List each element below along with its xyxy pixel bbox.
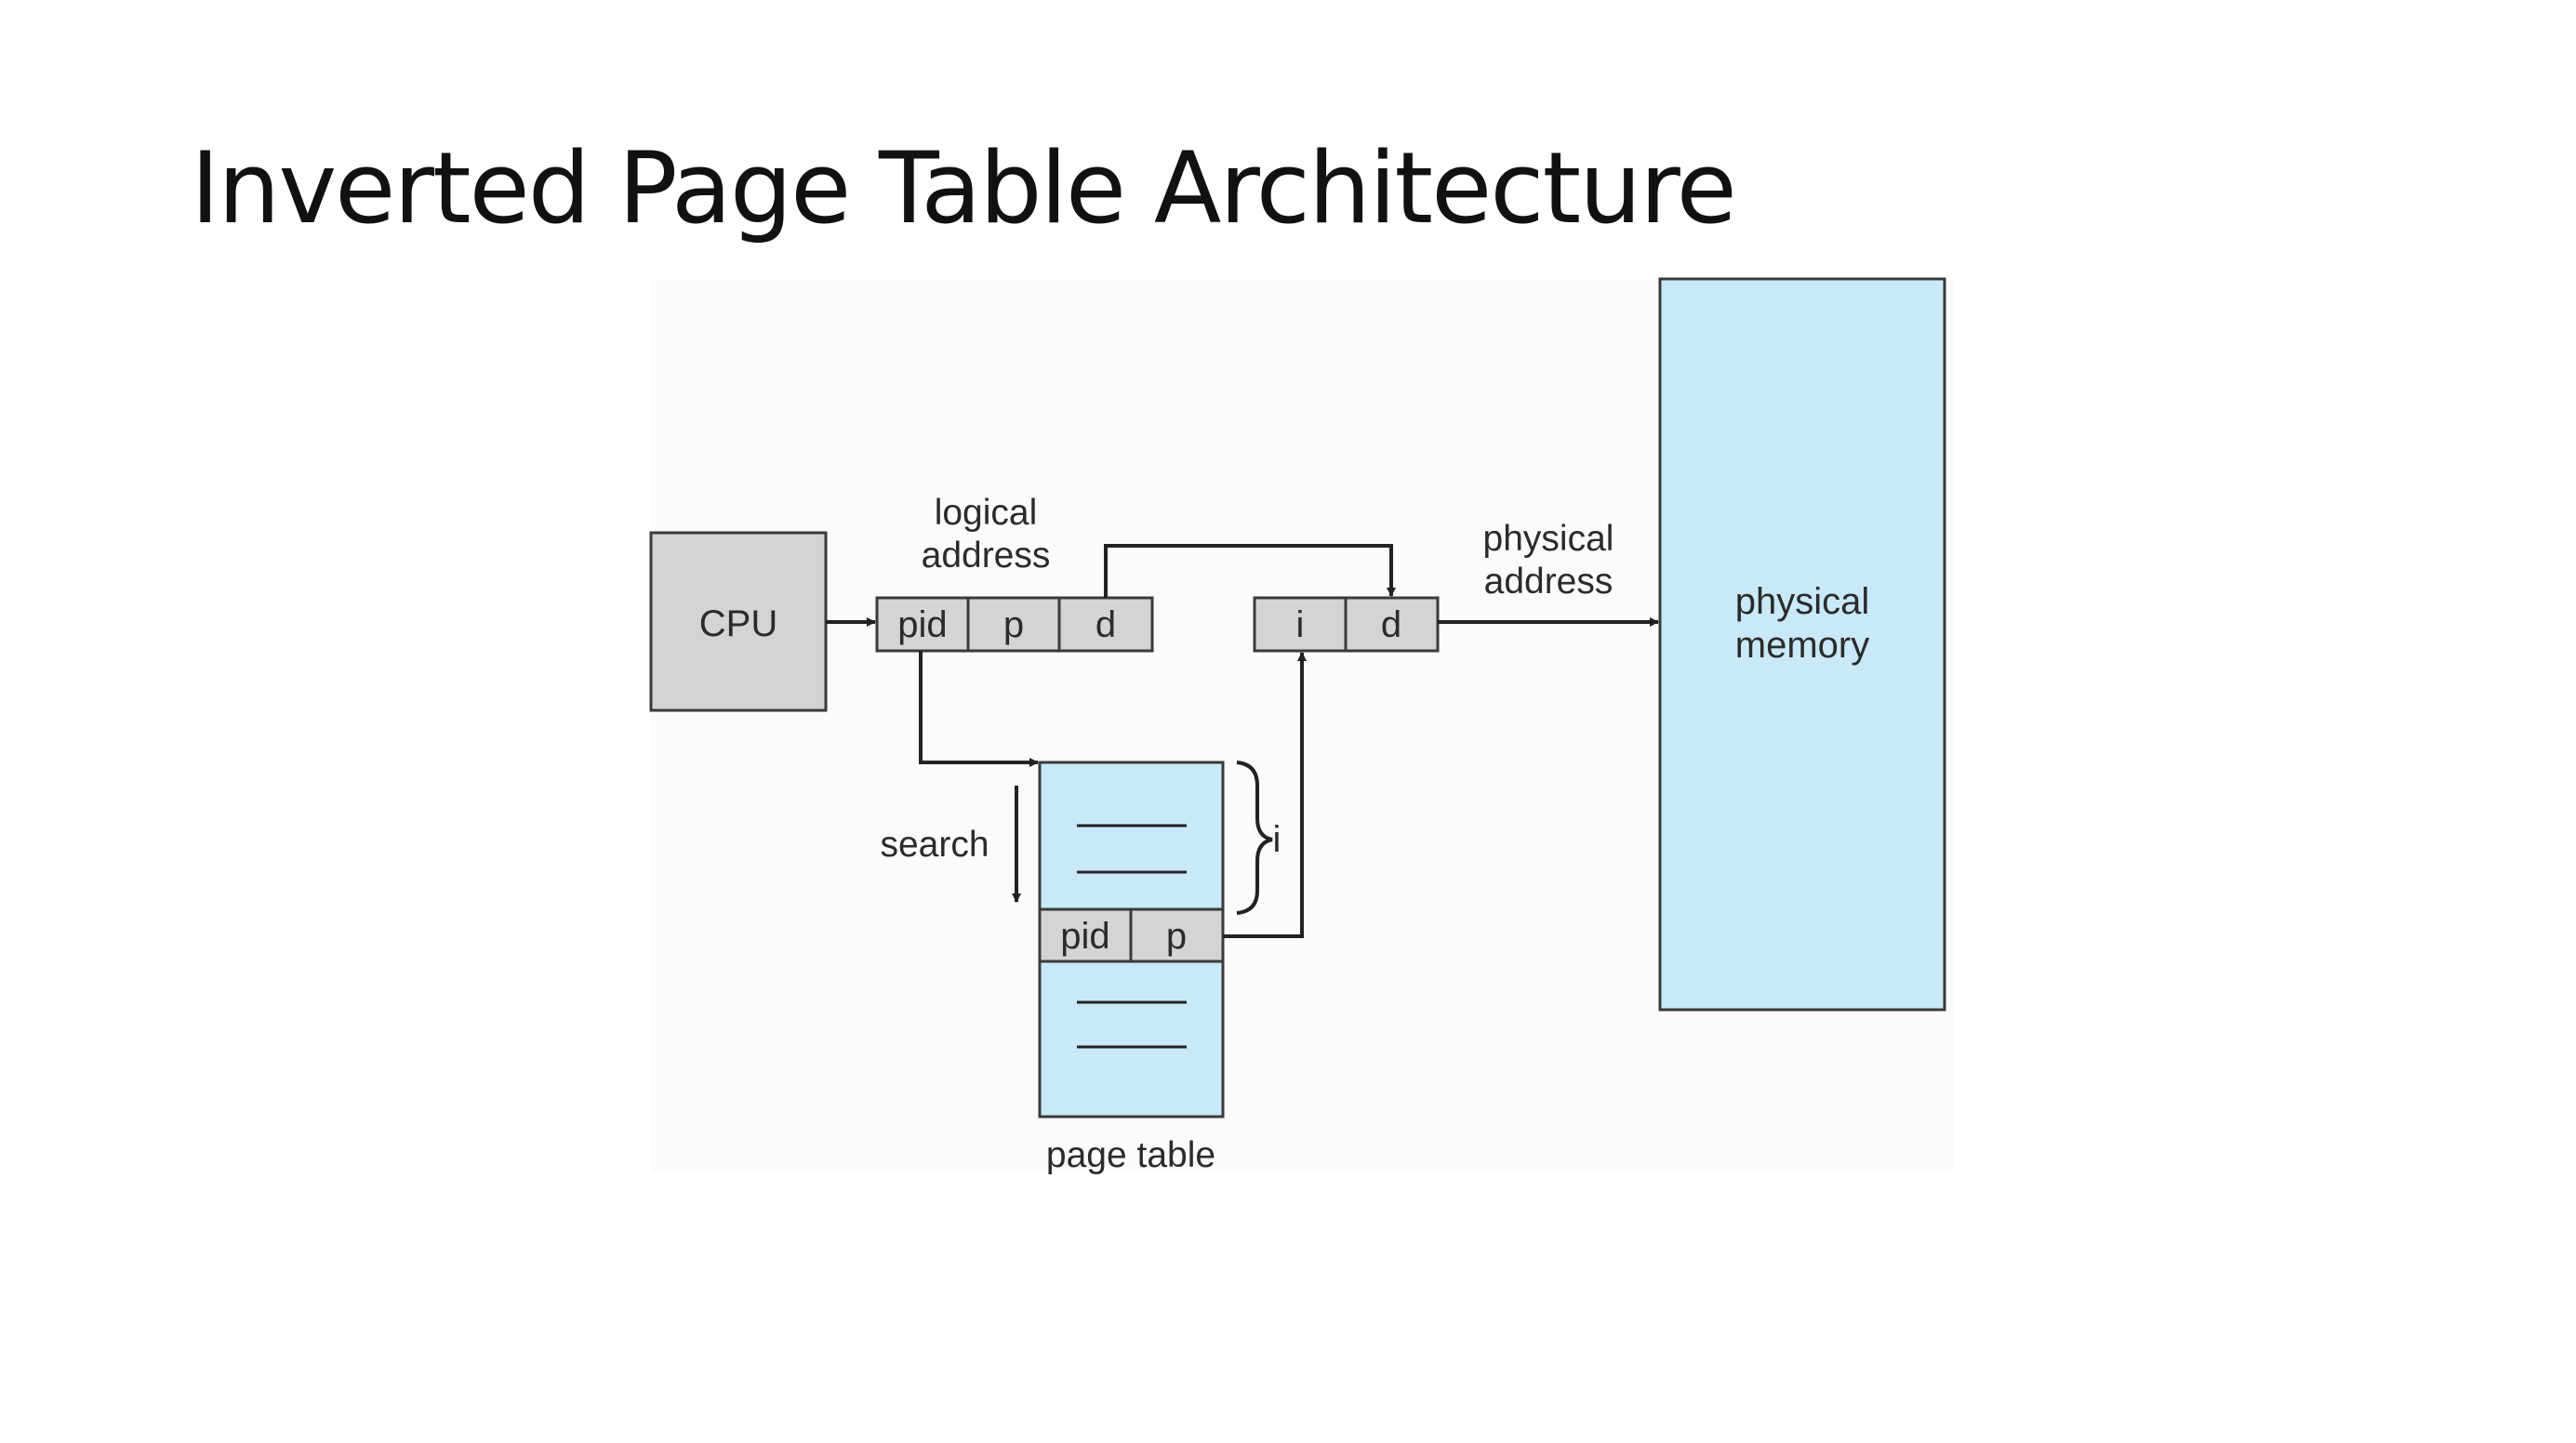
page-table-entry-field-p: p — [1166, 916, 1187, 957]
logical-address-field-p: p — [1003, 604, 1024, 645]
physical-address-field-i: i — [1296, 604, 1305, 645]
page-table-upper-region — [1038, 761, 1225, 911]
physical-memory-block: physical memory — [1658, 277, 1946, 1012]
page-table-entry-field-pid: pid — [1060, 916, 1109, 957]
page-table: pid p page table — [1038, 761, 1225, 1175]
physical-memory-label-line1: physical — [1735, 581, 1870, 622]
page-table-lower-region — [1038, 960, 1225, 1119]
physical-address-cell-d — [1344, 596, 1440, 653]
physical-address-label-line2: address — [1484, 562, 1613, 602]
physical-address-cell-i — [1253, 596, 1348, 653]
cpu-block: CPU — [649, 531, 828, 712]
slide-title: Inverted Page Table Architecture — [191, 131, 1737, 245]
cpu-box — [649, 531, 828, 712]
physical-address-field-d: d — [1381, 604, 1401, 645]
page-table-label: page table — [1046, 1135, 1215, 1175]
index-brace — [1236, 761, 1273, 915]
physical-memory-label-line2: memory — [1735, 625, 1869, 666]
pid-to-page-table-arrow — [919, 651, 1039, 767]
physical-memory-box — [1658, 277, 1946, 1012]
physical-address-label-line1: physical — [1483, 519, 1614, 559]
physical-address-register: i d — [1253, 596, 1440, 653]
cpu-label: CPU — [699, 603, 777, 644]
logical-address-label-line2: address — [922, 536, 1051, 576]
logical-address-label-line1: logical — [935, 493, 1038, 533]
page-table-match-cell-pid — [1038, 907, 1133, 963]
index-label: i — [1273, 819, 1281, 860]
logical-address-field-d: d — [1095, 604, 1116, 645]
logical-address-field-pid: pid — [897, 604, 947, 645]
logical-address-register: pid p d — [875, 596, 1154, 653]
search-label: search — [880, 825, 989, 865]
offset-to-physical-address-arrow — [1104, 544, 1396, 598]
page-table-index-arrow — [1223, 652, 1307, 938]
